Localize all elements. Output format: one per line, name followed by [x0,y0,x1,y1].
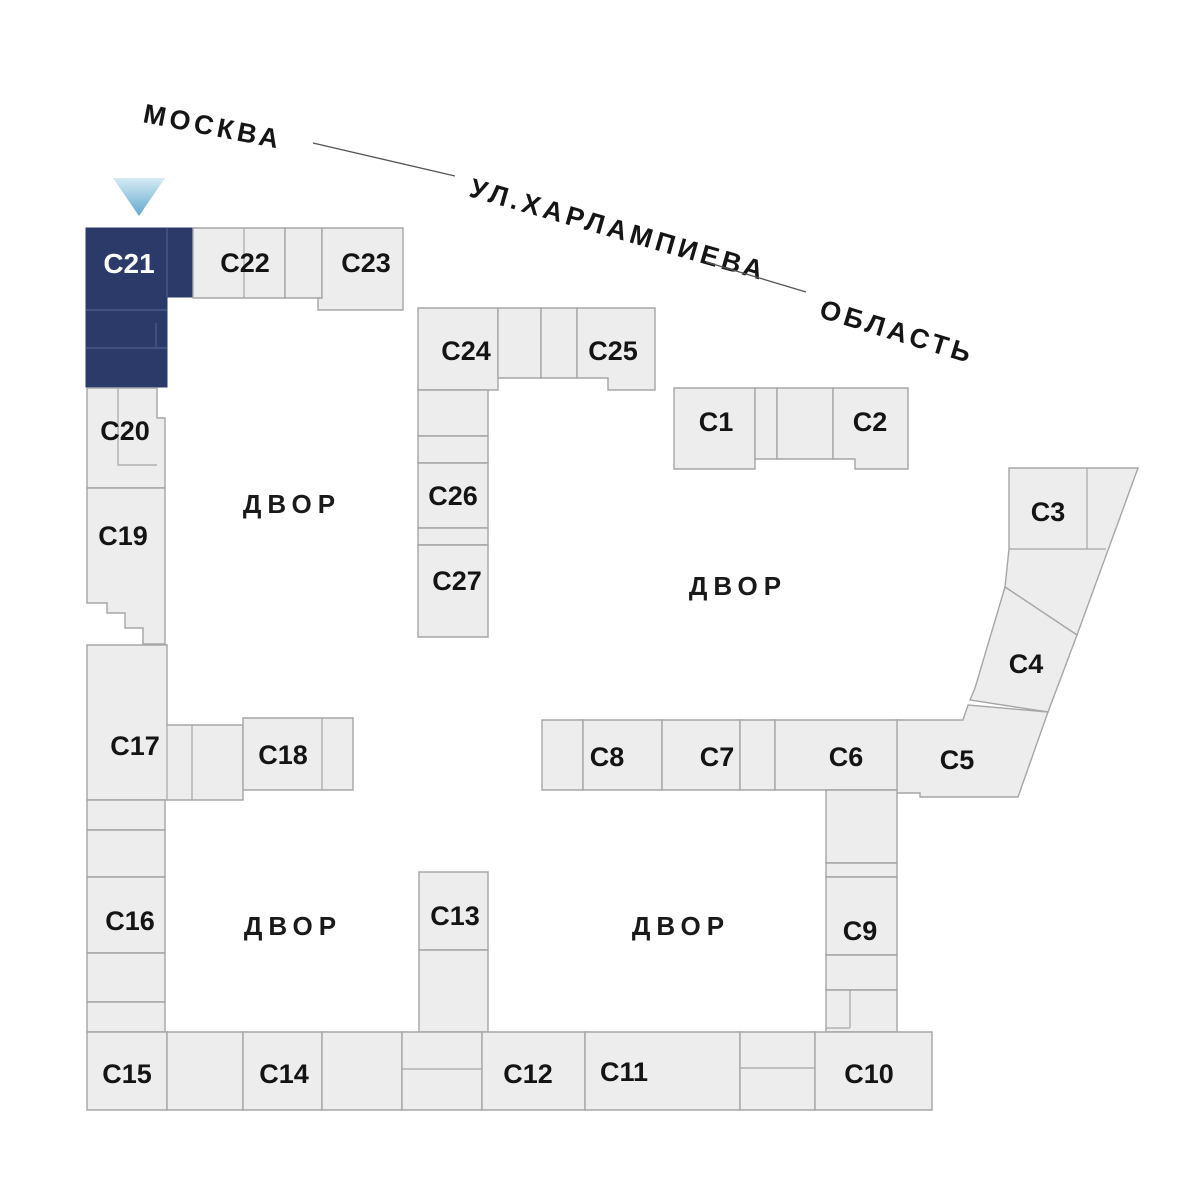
courtyard-label-northeast: ДВОР [689,571,787,601]
building-c24[interactable] [417,307,499,391]
building-c18[interactable] [242,717,354,791]
building-section [86,829,166,878]
building-c21-dividers [86,228,168,349]
building-label-c23: С23 [341,248,391,278]
street-label-city: МОСКВА [141,98,285,154]
building-section [825,789,898,864]
building-label-c26: С26 [428,481,478,511]
building-label-c8: С8 [590,742,625,772]
building-label-c15: С15 [102,1059,152,1089]
building-label-c12: С12 [503,1059,553,1089]
building-label-c14: С14 [259,1059,309,1089]
building-section [754,387,778,460]
building-c17[interactable] [86,644,244,801]
building-label-c16: С16 [105,906,155,936]
building-label-c2: С2 [853,407,888,437]
building-label-c7: С7 [700,742,735,772]
building-c20-dividers [117,388,157,466]
building-section [825,989,898,1033]
building-label-c18: С18 [258,740,308,770]
building-section [540,307,578,379]
building-section [497,307,542,379]
building-section [166,1031,244,1111]
building-section [86,799,166,831]
building-section [86,952,166,1003]
building-section [417,435,489,464]
building-c9-dividers [826,990,851,1029]
building-c10[interactable] [814,1031,933,1111]
building-c17-dividers [166,725,193,800]
building-section [401,1031,483,1111]
building-label-c21: С21 [103,248,154,279]
building-c3-dividers [1009,468,1106,550]
courtyard-label-southeast: ДВОР [632,911,730,941]
building-c27[interactable] [417,544,489,638]
selected-building-pointer-icon [113,178,165,216]
building-label-c17: С17 [110,731,160,761]
building-label-c24: С24 [441,336,491,366]
courtyard-label-northwest: ДВОР [243,489,341,519]
building-label-c10: С10 [844,1059,894,1089]
building-label-c19: С19 [98,521,148,551]
building-label-c1: С1 [699,407,734,437]
building-c25[interactable] [576,307,656,391]
building-label-c27: С27 [432,566,482,596]
building-c5[interactable] [895,704,1049,798]
courtyard-label-southwest: ДВОР [244,911,342,941]
building-section [776,387,834,460]
building-section [825,862,898,878]
building-section [86,1001,166,1033]
street-line-right [705,261,807,293]
building-label-c13: С13 [430,901,480,931]
building-section [417,389,489,437]
building-label-c5: С5 [940,745,975,775]
building-section [739,719,776,791]
building-section [825,954,898,991]
building-section [417,527,489,546]
building-section [739,1031,816,1111]
building-label-c22: С22 [220,248,270,278]
building-c2[interactable] [832,387,909,470]
building-label-c11: С11 [600,1057,648,1087]
building-label-c25: С25 [588,336,638,366]
street-label-name: УЛ.ХАРЛАМПИЕВА [466,173,770,287]
building-c23[interactable] [317,227,404,311]
building-section [321,1031,403,1111]
building-section [418,949,489,1033]
building-label-c3: С3 [1031,497,1066,527]
building-label-c20: С20 [100,416,150,446]
building-label-c9: С9 [843,916,878,946]
building-section [284,227,323,299]
street-line-left [312,142,456,177]
building-section [541,719,584,791]
street-label-region: ОБЛАСТЬ [816,294,978,370]
building-c19[interactable] [86,487,166,645]
building-c4[interactable] [969,585,1078,713]
building-c1[interactable] [673,387,756,470]
building-label-c6: С6 [829,742,864,772]
building-label-c4: С4 [1009,649,1044,679]
